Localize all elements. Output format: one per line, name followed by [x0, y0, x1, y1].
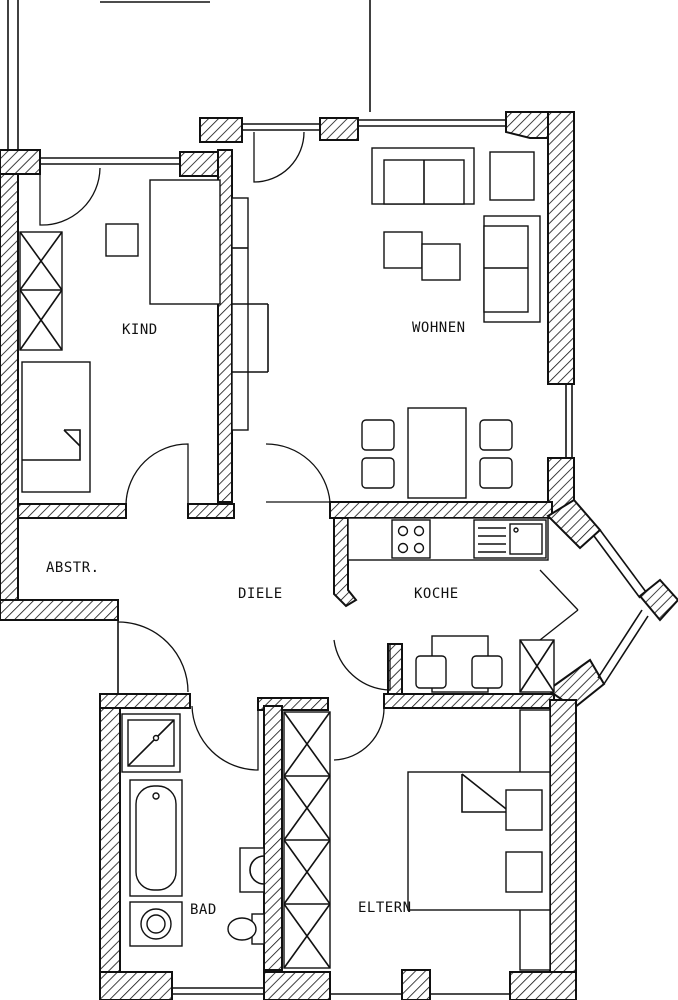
wall-top-kind	[0, 149, 41, 175]
washbasin	[239, 847, 265, 893]
room-label-bad: BAD	[190, 902, 217, 918]
koche-furniture	[347, 517, 555, 693]
wall-kind-bottom-left	[17, 503, 127, 519]
table-wohnen-right	[421, 243, 461, 281]
door-kitchen[interactable]	[333, 639, 391, 691]
door-wohnen-balcony[interactable]	[253, 131, 305, 183]
wall-bad-top	[99, 693, 191, 709]
wall-eltern-right	[549, 699, 577, 1000]
shelf-wohnen	[231, 197, 249, 431]
wohnen-furniture	[231, 147, 541, 499]
kitchen-chair	[471, 655, 503, 689]
room-label-wohnen: WOHNEN	[412, 320, 466, 336]
door-bad[interactable]	[191, 705, 259, 771]
wall-bottom-eltern	[401, 969, 431, 1000]
wall-corner-kind	[179, 151, 223, 177]
desk-kind	[149, 179, 221, 305]
room-label-abstr: ABSTR.	[46, 560, 100, 576]
room-label-eltern: ELTERN	[358, 900, 412, 916]
wall-bad-eltern	[263, 705, 283, 971]
wall-wohnen-bottom	[329, 501, 553, 519]
dining-chair	[361, 457, 395, 489]
chair-kind	[105, 223, 139, 257]
wall-kitchen-bottom	[383, 693, 555, 709]
kitchen-chair	[415, 655, 447, 689]
room-labels: KIND WOHNEN ABSTR. DIELE KOCHE BAD ELTER…	[46, 320, 466, 918]
kind-furniture	[19, 179, 221, 493]
balcony	[7, 0, 371, 150]
table-wohnen-left	[383, 231, 423, 269]
door-kind[interactable]	[125, 443, 189, 505]
stove	[391, 519, 431, 559]
wall-kind-bottom-right	[187, 503, 235, 519]
walls	[0, 111, 678, 1000]
bed-kind	[21, 361, 91, 493]
wall-left-kind	[0, 157, 19, 619]
room-label-koche: KOCHE	[414, 586, 459, 602]
eltern-furniture	[407, 709, 551, 971]
wall-top-wohnen-mid	[319, 117, 359, 141]
doors	[39, 131, 579, 771]
wall-abstr-bottom	[0, 599, 119, 621]
wardrobe-kind	[19, 231, 63, 351]
wall-bottom-bad	[99, 971, 173, 1000]
door-kind-balcony[interactable]	[39, 167, 101, 226]
window-lines	[17, 119, 649, 995]
room-label-diele: DIELE	[238, 586, 283, 602]
dining-chair	[361, 419, 395, 451]
wall-bottom-right	[509, 971, 577, 1000]
door-entrance[interactable]	[117, 621, 189, 693]
dining-table	[407, 407, 467, 499]
bad-furniture	[121, 713, 265, 947]
wall-bay-end	[638, 578, 678, 622]
door-wohnen[interactable]	[265, 443, 331, 503]
hall-wardrobe	[283, 711, 331, 969]
wall-top-wohnen-left	[199, 117, 243, 143]
door-eltern[interactable]	[333, 707, 385, 761]
dining-chair	[479, 457, 513, 489]
wall-bad-left	[99, 693, 121, 1000]
room-label-kind: KIND	[122, 322, 158, 338]
armchair-wohnen	[489, 151, 535, 201]
wall-right-wohnen	[547, 111, 575, 385]
wall-bottom-mid	[263, 971, 331, 1000]
dining-chair	[479, 419, 513, 451]
